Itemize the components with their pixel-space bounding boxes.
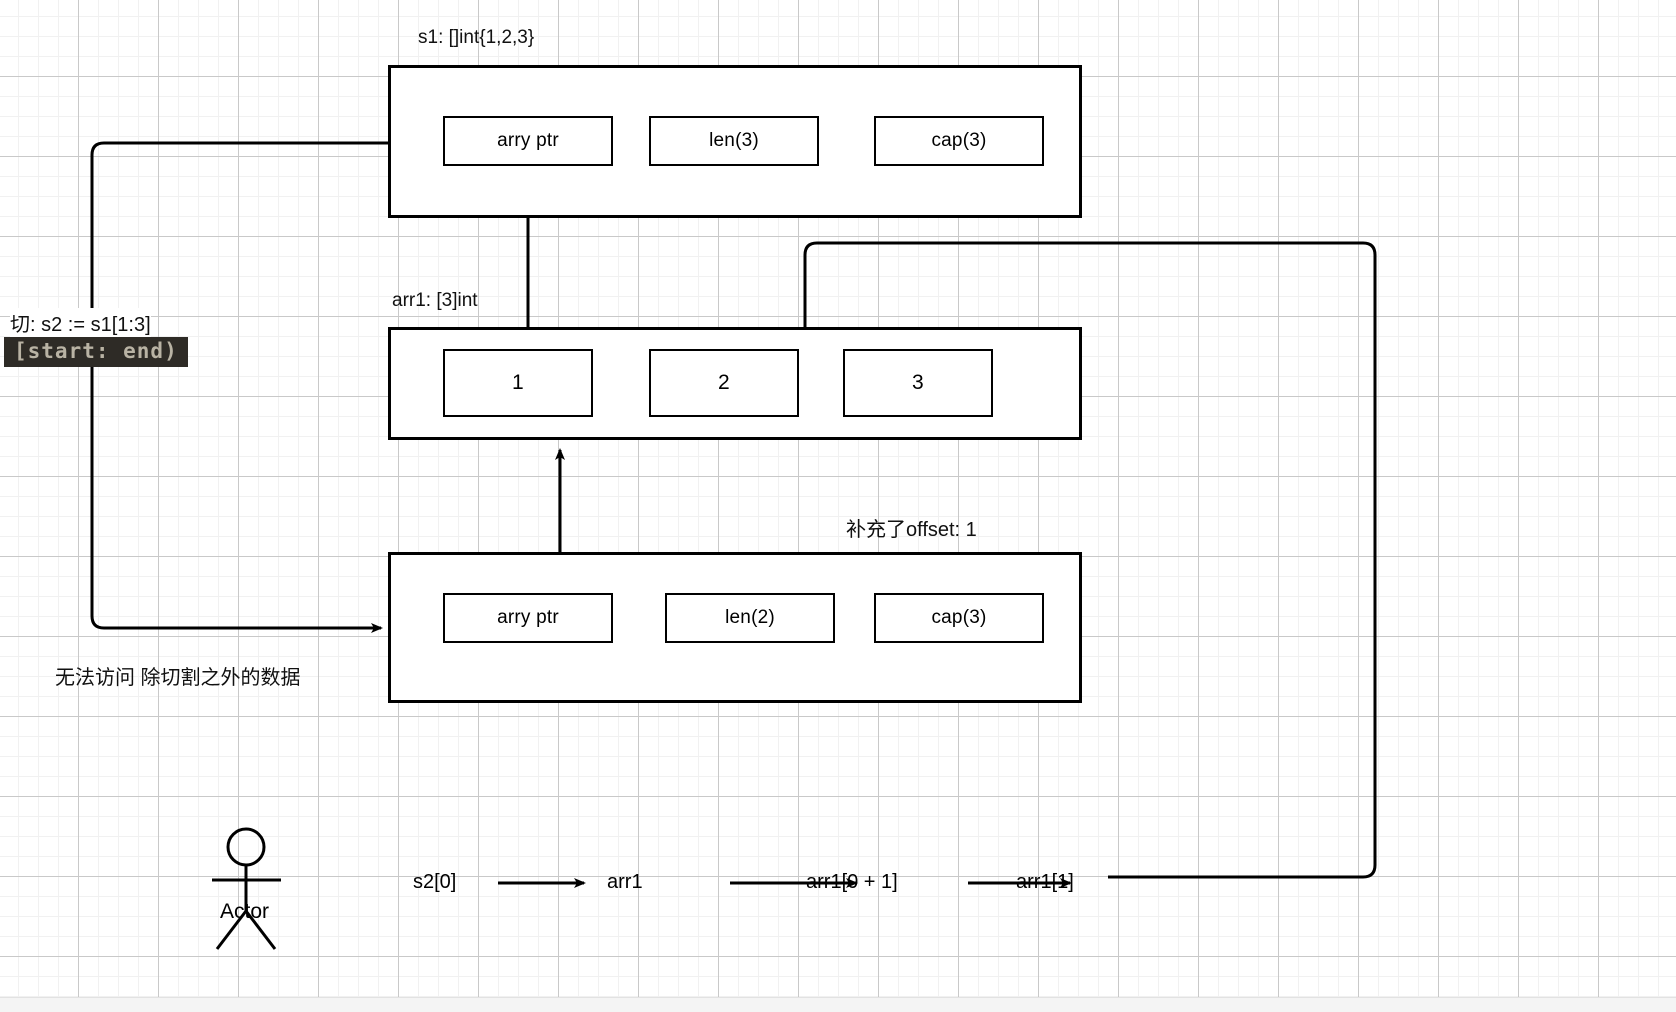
actor-right-leg-line xyxy=(244,910,277,950)
offset-note: 补充了offset: 1 xyxy=(846,519,977,541)
arr1-element-1[interactable]: 2 xyxy=(649,349,799,417)
actor-head-icon xyxy=(226,827,266,867)
chain-step-arr1: arr1 xyxy=(607,871,643,893)
s2-field-arry-ptr[interactable]: arry ptr xyxy=(443,593,613,643)
s1-field-arry-ptr[interactable]: arry ptr xyxy=(443,116,613,166)
bottom-scrollbar-strip[interactable] xyxy=(0,997,1676,1012)
wire-arr1idx1-to-elem2 xyxy=(800,241,1377,879)
no-access-note: 无法访问 除切割之外的数据 xyxy=(55,667,301,689)
actor-figure xyxy=(212,827,281,950)
actor-left-leg-line xyxy=(215,910,248,950)
s1-field-len[interactable]: len(3) xyxy=(649,116,819,166)
arr1-element-0[interactable]: 1 xyxy=(443,349,593,417)
arr1-element-2[interactable]: 3 xyxy=(843,349,993,417)
range-notation-badge: [start: end) xyxy=(4,337,188,368)
slice-expression-label: 切: s2 := s1[1:3] xyxy=(10,308,151,337)
chain-step-arr1-1: arr1[1] xyxy=(1016,871,1074,893)
actor-label: Actor xyxy=(220,900,270,923)
s1-field-cap[interactable]: cap(3) xyxy=(874,116,1044,166)
wire-s1-to-s2 xyxy=(90,141,388,633)
chain-step-arr1-0-plus-1: arr1[0 + 1] xyxy=(806,871,898,893)
arr1-title: arr1: [3]int xyxy=(392,290,478,311)
s2-field-len[interactable]: len(2) xyxy=(665,593,835,643)
chain-step-s2-0: s2[0] xyxy=(413,871,457,893)
s1-title: s1: []int{1,2,3} xyxy=(418,27,535,48)
s2-field-cap[interactable]: cap(3) xyxy=(874,593,1044,643)
